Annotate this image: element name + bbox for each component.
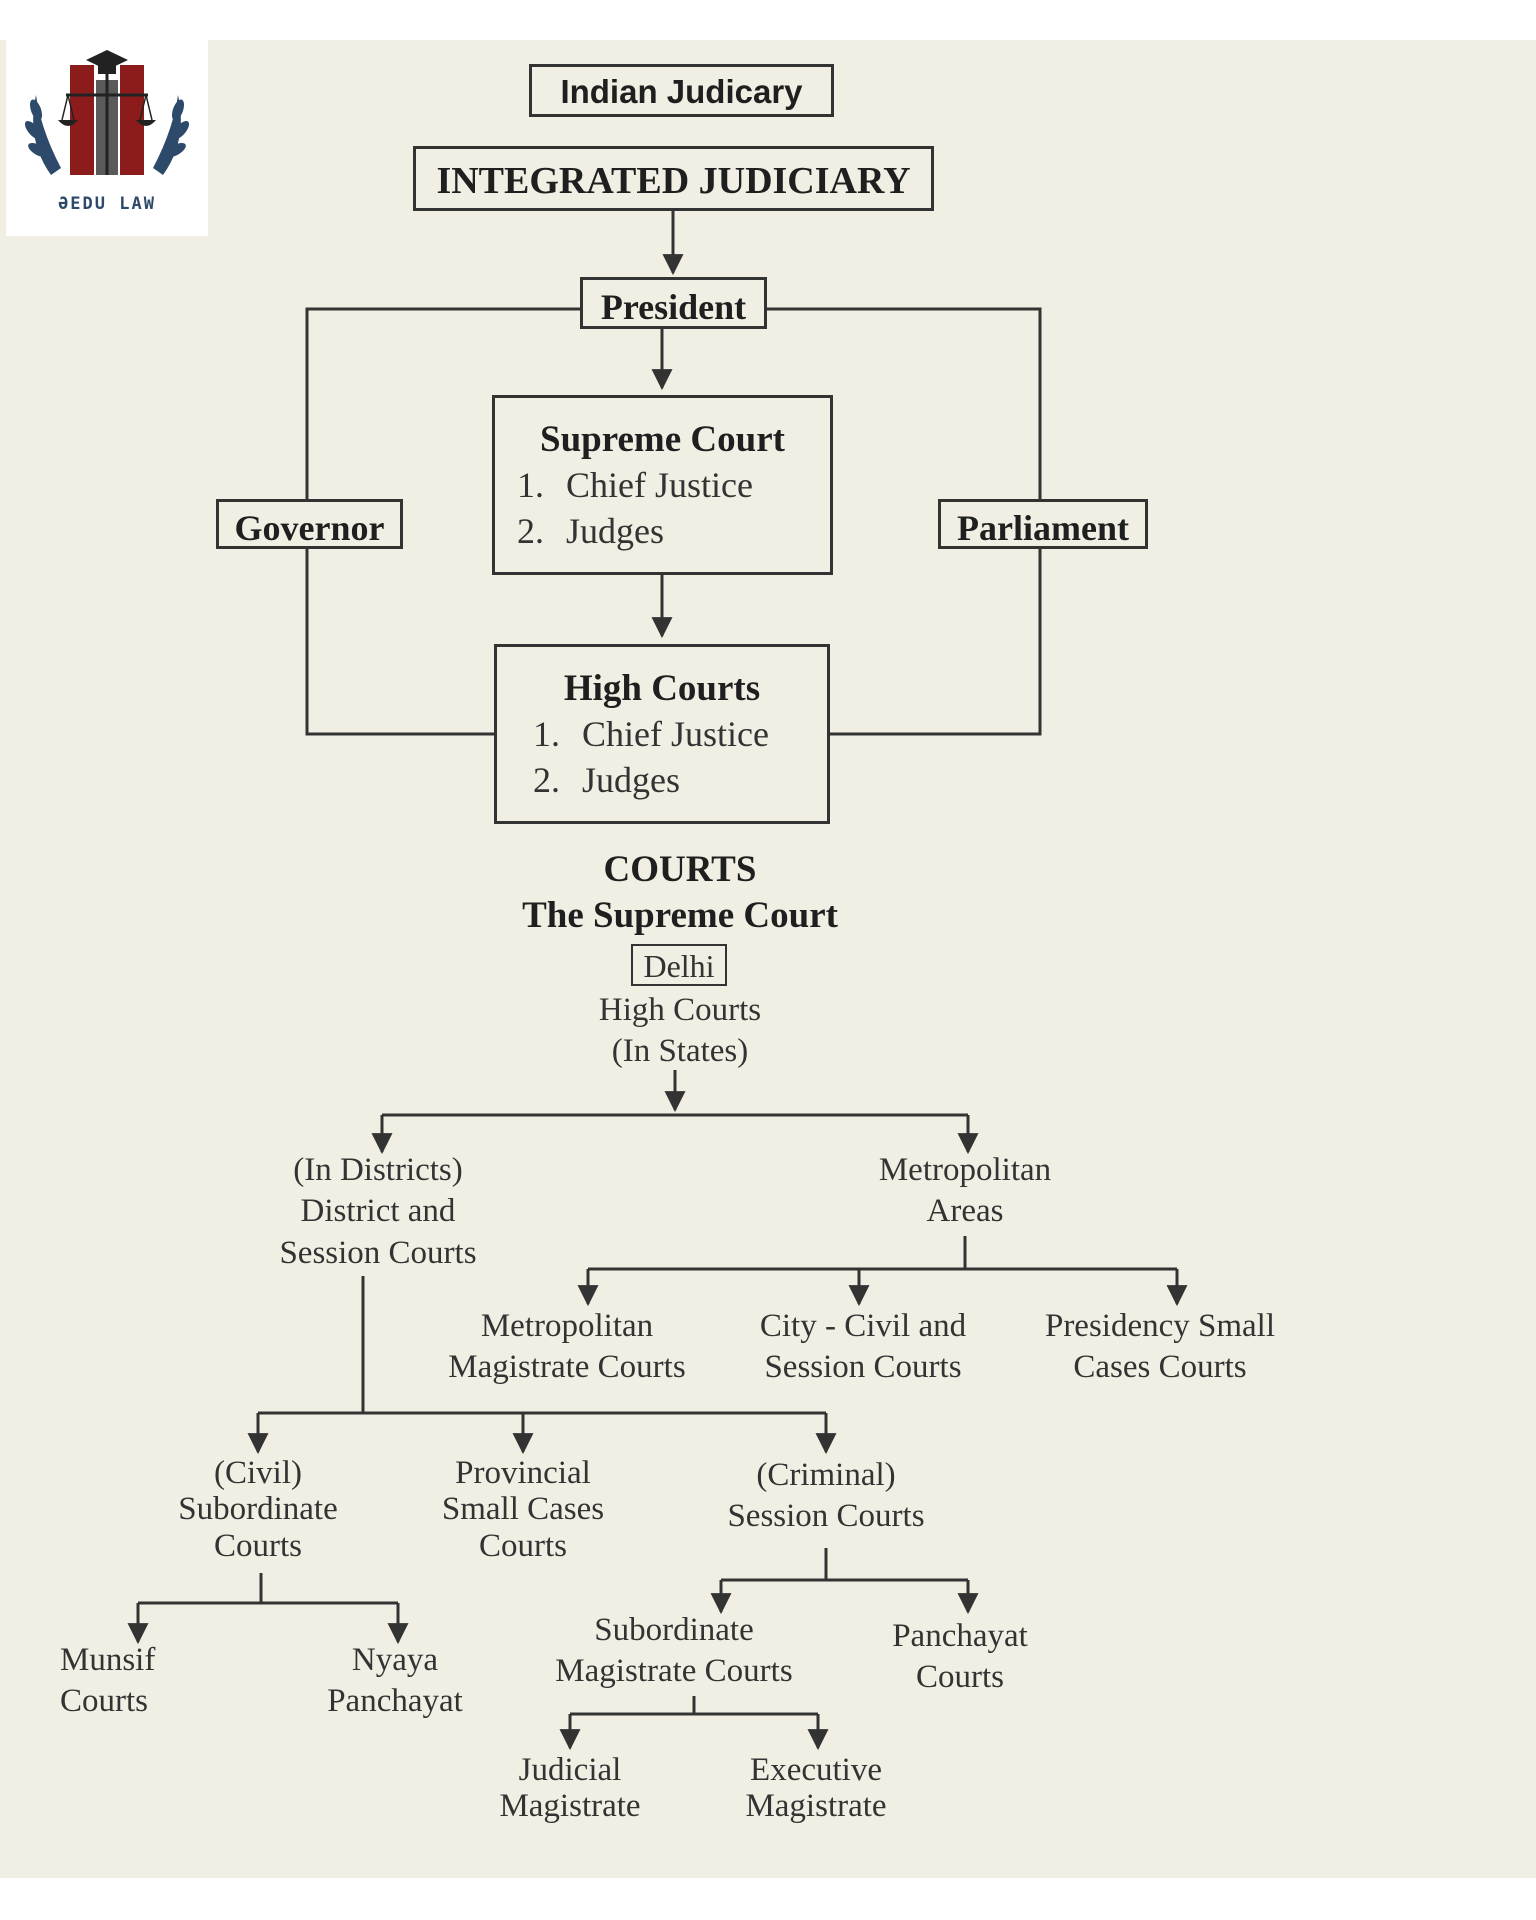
judicial-magistrate: Judicial Magistrate <box>499 1752 641 1825</box>
nyaya-panchayat: Nyaya Panchayat <box>327 1642 463 1720</box>
high-courts-in-states: High Courts (In States) <box>598 992 762 1070</box>
metropolitan-areas: Metropolitan Areas <box>878 1152 1052 1230</box>
law-scales-emblem-icon <box>24 50 190 175</box>
list-number: 1. <box>517 465 544 505</box>
parliament-label: Parliament <box>957 508 1129 548</box>
title-box: Indian Judicary <box>529 64 834 117</box>
supreme-court-heading: The Supreme Court <box>522 895 838 936</box>
integrated-judiciary-box: INTEGRATED JUDICIARY <box>413 146 934 211</box>
list-item: 2. Judges <box>533 759 769 805</box>
list-number: 2. <box>533 760 560 800</box>
list-item: 2. Judges <box>517 510 753 556</box>
delhi-box: Delhi <box>631 944 727 986</box>
list-text: Judges <box>566 511 664 551</box>
high-courts-box: High Courts 1. Chief Justice 2. Judges <box>494 644 830 824</box>
president-label: President <box>600 287 747 327</box>
high-courts-list: 1. Chief Justice 2. Judges <box>533 713 769 805</box>
supreme-court-box: Supreme Court 1. Chief Justice 2. Judges <box>492 395 833 575</box>
integrated-judiciary-label: INTEGRATED JUDICIARY <box>436 160 911 202</box>
supreme-court-list: 1. Chief Justice 2. Judges <box>517 464 753 556</box>
presidency-small-cases-courts: Presidency Small Cases Courts <box>1044 1308 1276 1386</box>
subordinate-magistrate-courts: Subordinate Magistrate Courts <box>555 1612 793 1690</box>
governor-box: Governor <box>216 499 403 549</box>
courts-heading: COURTS <box>603 849 757 890</box>
president-box: President <box>580 277 767 329</box>
city-civil-session-courts: City - Civil and Session Courts <box>759 1308 967 1386</box>
panchayat-courts: Panchayat Courts <box>892 1618 1028 1696</box>
metropolitan-magistrate-courts: Metropolitan Magistrate Courts <box>448 1308 686 1386</box>
list-number: 2. <box>517 511 544 551</box>
list-item: 1. Chief Justice <box>517 464 753 510</box>
list-text: Chief Justice <box>582 714 769 754</box>
high-courts-title: High Courts <box>563 668 761 709</box>
delhi-label: Delhi <box>643 948 715 984</box>
logo-text: ƏEDU LAW <box>58 194 156 214</box>
logo: ƏEDU LAW <box>6 40 208 236</box>
provincial-small-cases-courts: Provincial Small Cases Courts <box>441 1455 605 1564</box>
munsif-courts: Munsif Courts <box>60 1642 156 1720</box>
supreme-court-title: Supreme Court <box>540 419 785 460</box>
title-label: Indian Judicary <box>560 73 803 110</box>
criminal-session-courts: (Criminal) Session Courts <box>727 1457 925 1535</box>
executive-magistrate: Executive Magistrate <box>745 1752 887 1825</box>
list-text: Judges <box>582 760 680 800</box>
governor-label: Governor <box>234 508 385 548</box>
list-text: Chief Justice <box>566 465 753 505</box>
district-session-courts: (In Districts) District and Session Cour… <box>279 1152 477 1271</box>
civil-subordinate-courts: (Civil) Subordinate Courts <box>178 1455 338 1564</box>
list-item: 1. Chief Justice <box>533 713 769 759</box>
diagram-background <box>0 40 1536 1878</box>
parliament-box: Parliament <box>938 499 1148 549</box>
list-number: 1. <box>533 714 560 754</box>
